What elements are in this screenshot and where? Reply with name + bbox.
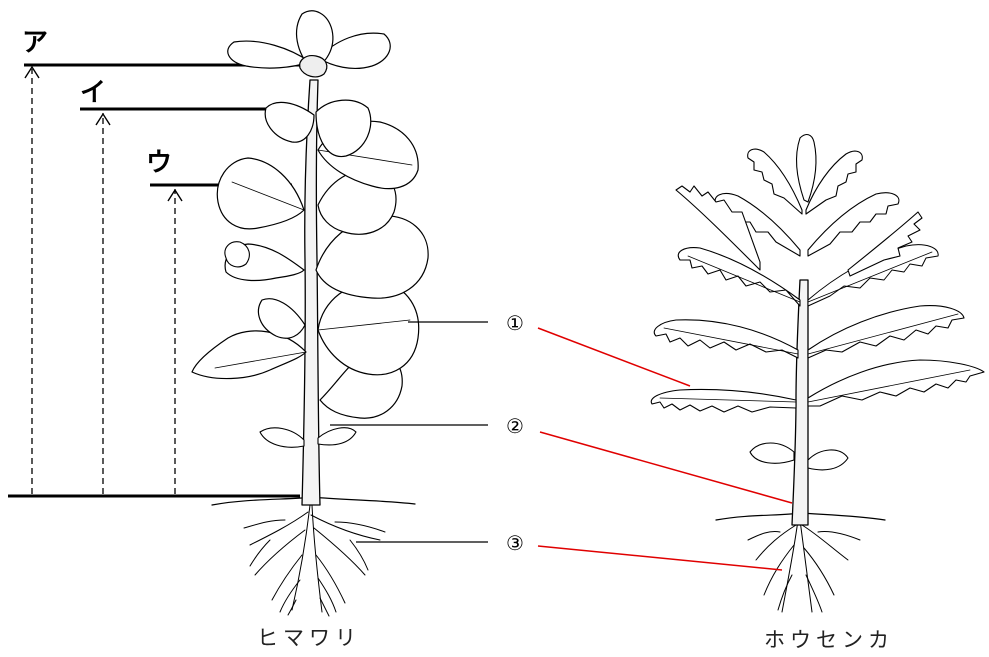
plant-name-sunflower: ヒマワリ (257, 628, 361, 649)
sunflower-bud-left (225, 242, 249, 267)
sunflower-leaf-low-left (260, 428, 304, 447)
height-label-u: ウ (146, 150, 172, 176)
pointer-2-right (540, 432, 792, 503)
balsam-illustration (651, 135, 984, 612)
sunflower-roots (244, 505, 385, 616)
balsam-leaf-crown-center (797, 135, 816, 202)
sunflower-stem (302, 80, 320, 505)
balsam-leaf-mid-left (654, 320, 798, 358)
height-label-i: イ (80, 80, 106, 106)
height-label-a: ア (22, 30, 48, 56)
balsam-roots (748, 520, 860, 612)
part-label-2: ② (506, 416, 524, 436)
plant-name-balsam: ホウセンカ (764, 630, 894, 651)
balsam-leaf-lower-left (651, 389, 796, 412)
pointer-3-right (538, 546, 782, 570)
part-label-3: ③ (506, 533, 524, 553)
sunflower-leaf-low-right (318, 428, 356, 445)
balsam-leaf-crown-left (748, 149, 802, 214)
balsam-leaf-low-right (808, 450, 848, 470)
part-label-1: ① (506, 313, 524, 333)
sunflower-bud (300, 56, 327, 77)
balsam-leaf-lower-right (808, 360, 984, 406)
sunflower-illustration (192, 11, 428, 616)
balsam-leaf-low-left (750, 443, 794, 463)
balsam-leaf-mid-right (808, 306, 964, 358)
sunflower-leaf-upper-1 (265, 102, 314, 142)
